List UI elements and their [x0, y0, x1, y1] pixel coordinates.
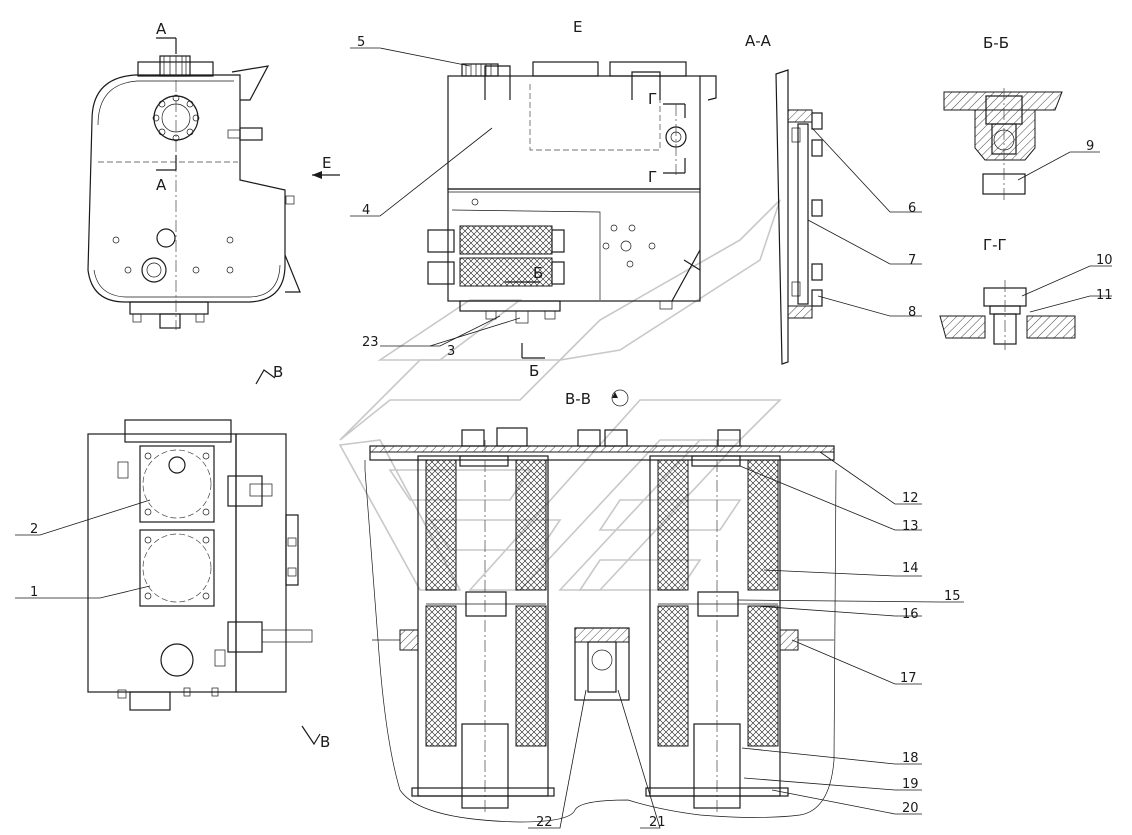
section-gg-title: Г-Г: [983, 236, 1007, 254]
section-vv-title: В-В: [565, 390, 591, 408]
view-mark-v-bottom: В: [320, 733, 330, 751]
view-arrow-e: Е: [322, 154, 331, 172]
callout-12: 12: [902, 491, 919, 506]
callout-3: 3: [447, 344, 455, 359]
cut-mark-a-bottom: А: [156, 176, 167, 194]
callout-15: 15: [944, 589, 961, 604]
callout-13: 13: [902, 519, 919, 534]
cut-mark-a-top: А: [156, 20, 167, 38]
cut-mark-b-top: Б: [533, 264, 543, 282]
section-g-g: Г-Г: [939, 236, 1076, 350]
view-e-title: Е: [573, 18, 582, 36]
section-b-b: Б-Б: [943, 34, 1063, 200]
view-e: Е Г Г: [427, 18, 717, 380]
callout-14: 14: [902, 561, 919, 576]
callout-4: 4: [362, 203, 370, 218]
callout-5: 5: [357, 35, 365, 50]
callout-9: 9: [1086, 139, 1094, 154]
callout-17: 17: [900, 671, 917, 686]
callout-10: 10: [1096, 253, 1113, 268]
callout-22: 22: [536, 815, 553, 830]
callout-18: 18: [902, 751, 919, 766]
callout-labels: 1 2 3 4 5 6 7 8 9 10 11 12 13 14 15 16 1…: [30, 35, 1113, 830]
callout-8: 8: [908, 305, 916, 320]
callout-6: 6: [908, 201, 916, 216]
callout-11: 11: [1096, 288, 1113, 303]
callout-20: 20: [902, 801, 919, 816]
callout-1: 1: [30, 585, 38, 600]
cut-mark-g-top: Г: [648, 90, 657, 108]
cut-mark-g-bottom: Г: [648, 168, 657, 186]
watermark-logo: [338, 199, 782, 591]
view-b: В В: [87, 363, 330, 751]
callout-7: 7: [908, 253, 916, 268]
section-v-v: В-В: [364, 389, 837, 823]
section-a-a: А-А: [745, 32, 823, 365]
side-view: А А Е: [87, 20, 340, 330]
leader-lines: [15, 47, 1112, 829]
callout-21: 21: [649, 815, 666, 830]
callout-23: 23: [362, 335, 379, 350]
cut-mark-b-bottom: Б: [529, 362, 539, 380]
view-mark-v-top: В: [273, 363, 283, 381]
callout-16: 16: [902, 607, 919, 622]
section-aa-title: А-А: [745, 32, 772, 50]
callout-2: 2: [30, 522, 38, 537]
callout-19: 19: [902, 777, 919, 792]
section-bb-title: Б-Б: [983, 34, 1009, 52]
